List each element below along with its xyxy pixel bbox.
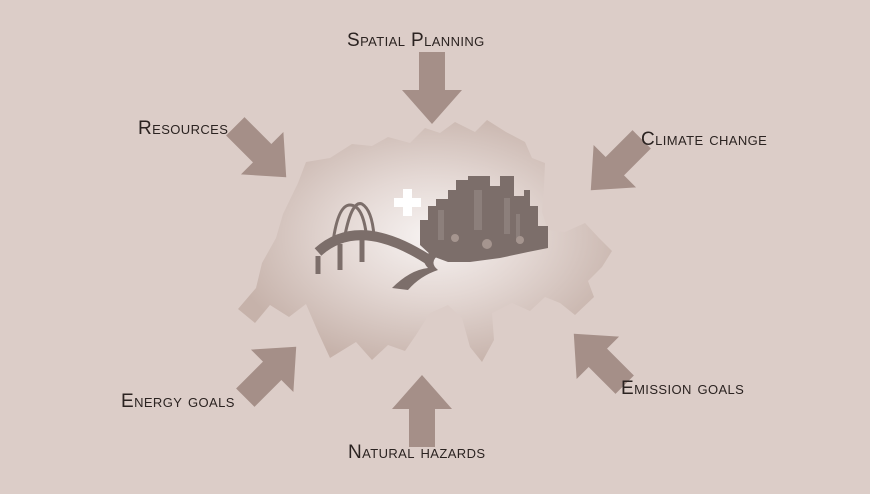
- arrow-up-right-icon: [224, 325, 318, 419]
- arrow-down-icon: [402, 52, 462, 124]
- city-skyline-icon: [420, 176, 548, 262]
- label-natural-hazards: Natural hazards: [348, 442, 486, 463]
- bridge-icon: [314, 202, 435, 274]
- label-emission-goals: Emission goals: [621, 378, 745, 399]
- label-spatial-planning: Spatial Planning: [347, 30, 485, 51]
- arrow-up-icon: [392, 375, 452, 447]
- label-climate-change: Climate change: [641, 129, 768, 150]
- label-energy-goals: Energy goals: [121, 391, 235, 412]
- river: [392, 250, 440, 290]
- label-resources: Resources: [138, 118, 229, 139]
- swiss-cross-icon: [394, 189, 421, 216]
